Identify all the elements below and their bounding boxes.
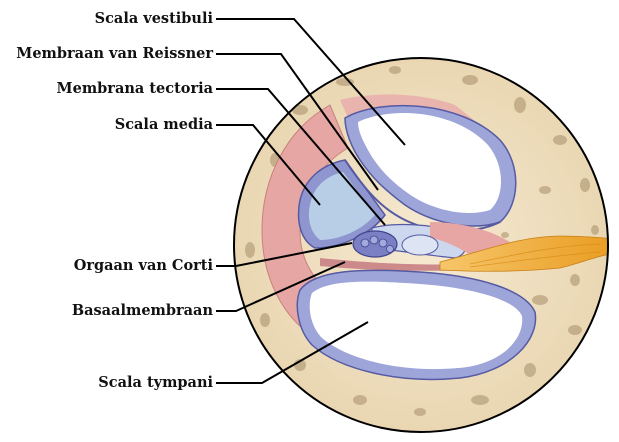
leader-membrana-tectoria	[216, 88, 386, 226]
label-membrana-tectoria: Membrana tectoria	[56, 80, 213, 97]
leader-scala-vestibuli	[216, 18, 406, 146]
label-basaalmembraan: Basaalmembraan	[71, 302, 213, 319]
label-scala-vestibuli: Scala vestibuli	[94, 10, 213, 27]
leader-scala-tympani	[216, 321, 369, 384]
label-scala-media: Scala media	[114, 116, 213, 133]
cochlear-nerve	[439, 235, 608, 272]
label-membraan-van-reissner: Membraan van Reissner	[16, 45, 213, 62]
scala-tympani	[309, 281, 523, 370]
cochlea-outline	[233, 57, 609, 433]
organ-of-corti	[352, 230, 439, 258]
leader-scala-media	[216, 124, 321, 206]
bone-pores	[245, 66, 599, 416]
scala-media	[308, 172, 375, 240]
basilar-membrane	[320, 258, 470, 271]
label-scala-tympani: Scala tympani	[98, 374, 213, 391]
scala-vestibuli	[358, 113, 501, 214]
leader-basaalmembraan	[216, 261, 346, 312]
leader-lines	[216, 18, 406, 384]
cochlea-body	[234, 58, 608, 432]
leader-orgaan-van-corti	[216, 242, 353, 267]
leader-membraan-van-reissner	[216, 53, 379, 191]
label-orgaan-van-corti: Orgaan van Corti	[73, 257, 213, 274]
